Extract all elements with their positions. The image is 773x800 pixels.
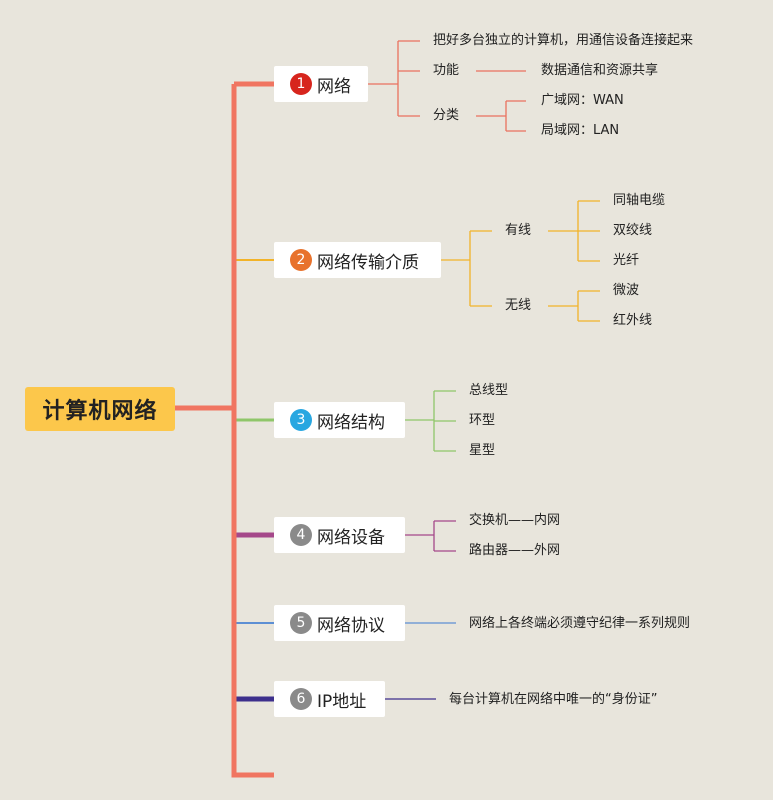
- leaf-star: 星型: [469, 443, 496, 458]
- leaf-infrared: 红外线: [613, 313, 653, 328]
- badge-6: 6: [290, 688, 312, 710]
- leaf-wired: 有线: [505, 223, 532, 238]
- branch-transmission-media-label: 网络传输介质: [317, 252, 419, 273]
- leaf-ip-identity: 每台计算机在网络中唯一的“身份证”: [449, 692, 658, 707]
- branch-network-structure[interactable]: 3 网络结构: [274, 402, 405, 438]
- leaf-wan: 广域网：WAN: [541, 93, 624, 108]
- branch-network-structure-label: 网络结构: [317, 412, 385, 433]
- leaf-function: 功能: [433, 63, 460, 78]
- root-node[interactable]: 计算机网络: [25, 387, 175, 431]
- root-label: 计算机网络: [42, 399, 158, 424]
- leaf-router: 路由器——外网: [469, 543, 561, 558]
- branch-network-protocol[interactable]: 5 网络协议: [274, 605, 405, 641]
- branch-ip-address-label: IP地址: [317, 691, 367, 712]
- branch-ip-address[interactable]: 6 IP地址: [274, 681, 385, 717]
- badge-3: 3: [290, 409, 312, 431]
- leaf-definition: 把好多台独立的计算机，用通信设备连接起来: [433, 33, 694, 48]
- badge-1: 1: [290, 73, 312, 95]
- leaf-twisted-pair: 双绞线: [613, 223, 653, 238]
- leaf-bus: 总线型: [469, 383, 509, 398]
- leaf-protocol-rules: 网络上各终端必须遵守纪律一系列规则: [469, 616, 691, 631]
- branch-network-label: 网络: [317, 76, 351, 97]
- badge-4: 4: [290, 524, 312, 546]
- connector-branch-2: [233, 259, 274, 400]
- branch-transmission-media[interactable]: 2 网络传输介质: [274, 242, 441, 278]
- leaf-coaxial: 同轴电缆: [613, 193, 666, 208]
- leaf-lan: 局域网：LAN: [541, 123, 620, 138]
- branch-network-devices-label: 网络设备: [317, 527, 385, 548]
- leaf-data-communication: 数据通信和资源共享: [541, 63, 659, 78]
- leaf-ring: 环型: [469, 413, 496, 428]
- trunk-vertical: [231, 84, 274, 778]
- branch-network-devices[interactable]: 4 网络设备: [274, 517, 405, 553]
- leaf-wireless: 无线: [505, 298, 532, 313]
- leaf-switch: 交换机——内网: [469, 513, 561, 528]
- leaf-microwave: 微波: [613, 283, 640, 298]
- badge-2: 2: [290, 249, 312, 271]
- branch-network-protocol-label: 网络协议: [317, 615, 385, 636]
- leaf-fiber: 光纤: [613, 253, 640, 268]
- badge-5: 5: [290, 612, 312, 634]
- leaf-classification: 分类: [433, 108, 460, 123]
- branch-network[interactable]: 1 网络: [274, 66, 368, 102]
